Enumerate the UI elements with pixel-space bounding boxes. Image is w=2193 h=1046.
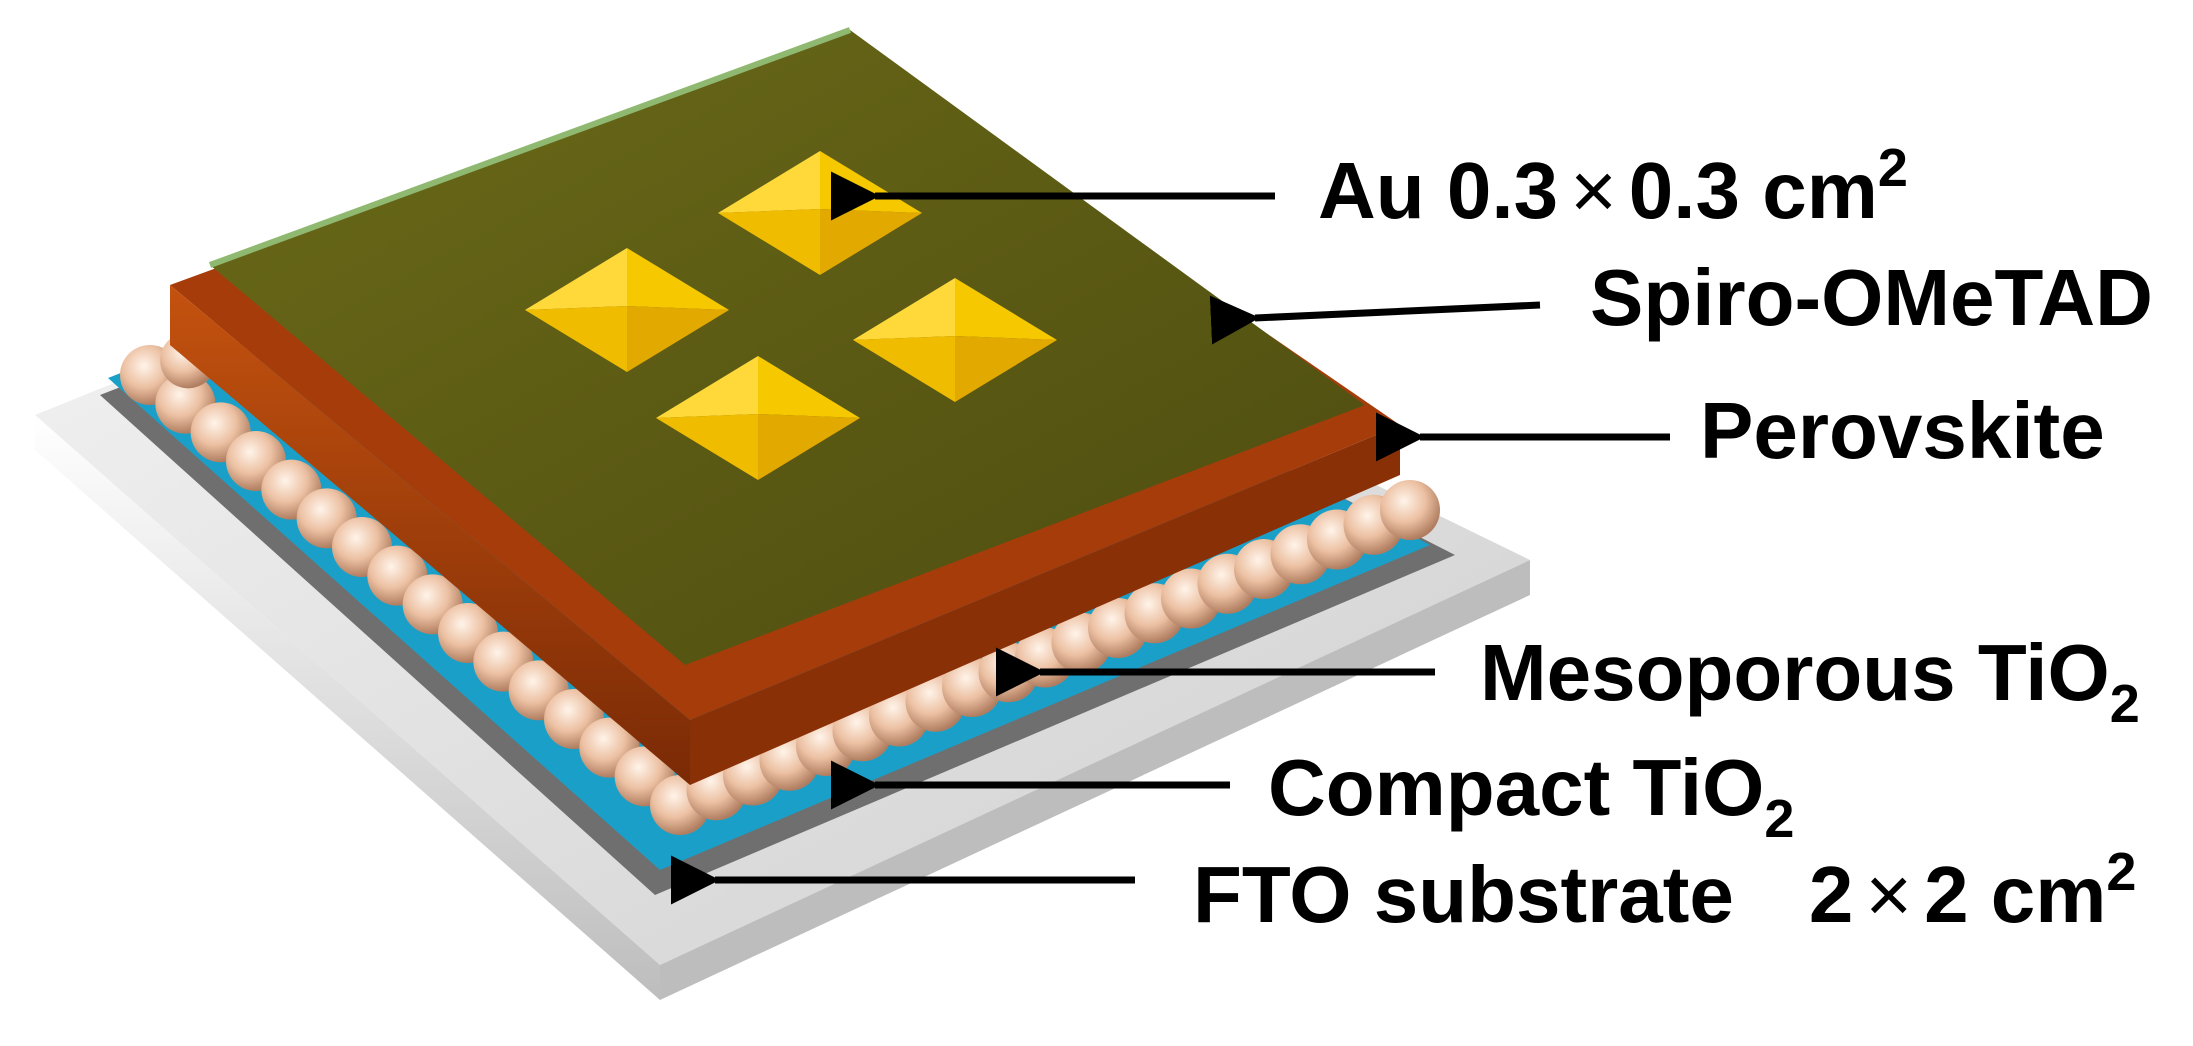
gold-electrode — [853, 278, 1057, 402]
tio2-sphere — [1380, 480, 1440, 540]
arrow-spiro — [1209, 295, 1541, 345]
substrate-left-side — [35, 415, 660, 1000]
perovskite-front-side — [690, 425, 1400, 785]
spiro-highlight — [208, 27, 852, 268]
arrows — [670, 171, 1670, 905]
label-mesoporous: Mesoporous TiO2 — [1480, 628, 2140, 734]
spiro-ometad-layer — [208, 27, 1365, 665]
spiro-top — [210, 30, 1365, 665]
label-spiro: Spiro-OMeTAD — [1590, 253, 2153, 342]
label-au: Au 0.3×0.3 cm2 — [1318, 138, 1908, 235]
label-compact: Compact TiO2 — [1268, 743, 1794, 849]
gold-electrode — [656, 356, 860, 480]
perovskite-left-side — [170, 285, 690, 785]
label-perovskite: Perovskite — [1700, 386, 2105, 475]
gold-electrode — [525, 248, 729, 372]
